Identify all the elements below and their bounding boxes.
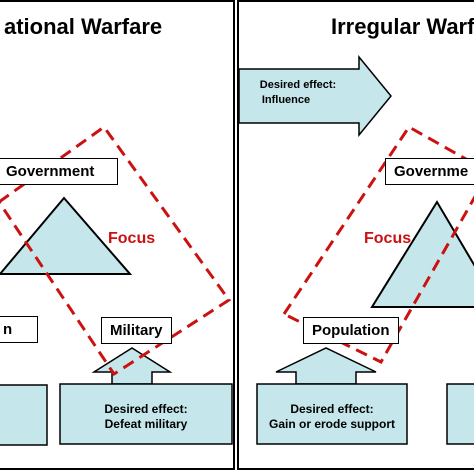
left-effect-line2: Defeat military (104, 417, 188, 431)
right-bottom-box (256, 383, 408, 445)
irregular-warfare-panel: Irregular Warfa Desired effect: Influenc… (237, 0, 474, 470)
right-effect-line2: Gain or erode support (268, 417, 395, 431)
right-population-label: Population (303, 317, 399, 344)
left-title: ational Warfare (4, 14, 163, 39)
right-up-arrow (275, 347, 377, 385)
right-panel-graphics (239, 54, 474, 445)
left-effect-line1: Desired effect: (104, 402, 188, 416)
left-military-label: Military (101, 317, 172, 344)
left-focus-label: Focus (108, 230, 156, 247)
right-influence-arrow (239, 54, 392, 138)
right-arrow-line1: Desired effect: (259, 79, 337, 91)
left-government-label: Government (0, 158, 118, 185)
left-focus-region (0, 124, 232, 377)
right-title: Irregular Warfa (331, 14, 474, 39)
left-up-arrow (91, 347, 173, 385)
left-triangle (0, 196, 133, 275)
right-triangle (370, 200, 474, 308)
right-bottom-right-box (446, 383, 474, 445)
conventional-warfare-panel: ational Warfare Government n Military Fo… (0, 0, 235, 470)
left-panel-graphics (0, 124, 233, 446)
right-effect-line1: Desired effect: (290, 402, 374, 416)
left-bottom-right-box (59, 383, 233, 445)
right-focus-label: Focus (364, 230, 412, 247)
left-bottom-left-box (0, 384, 48, 446)
right-focus-region (281, 125, 474, 364)
right-arrow-line2: Influence (261, 94, 311, 106)
right-government-label: Governme (385, 158, 474, 185)
left-population-label: n (0, 316, 38, 343)
